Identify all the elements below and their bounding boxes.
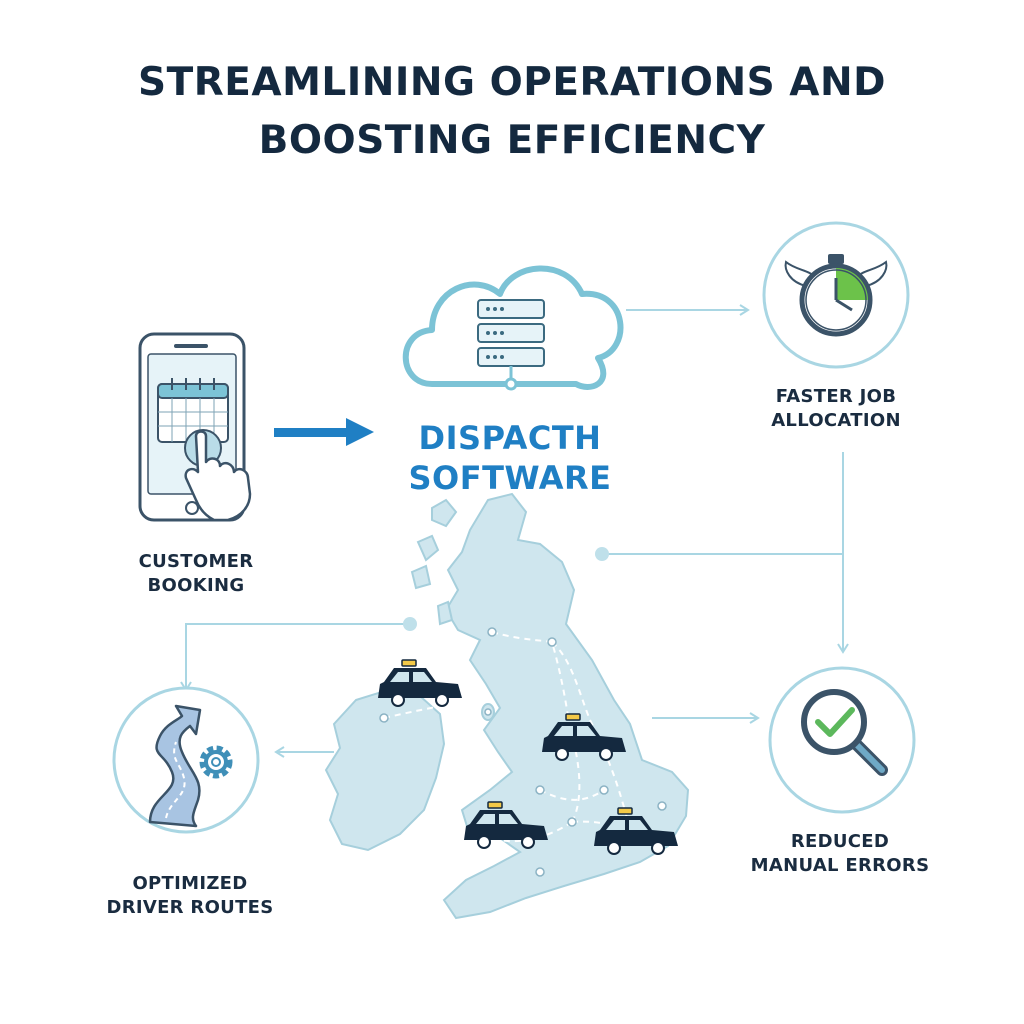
hub-label-line-1: DISPACTH [418,419,602,457]
routes-label: OPTIMIZED DRIVER ROUTES [80,872,300,920]
taxi-icon [464,801,548,849]
arrow-map-to-routes [180,623,410,692]
map-node [599,785,609,795]
map-node [487,627,497,637]
errors-label-line-2: MANUAL ERRORS [750,855,930,876]
cloud-server-icon [402,265,624,391]
scotland-islands [410,498,458,626]
map-node [547,637,557,647]
errors-label-line-1: REDUCED [790,831,890,852]
title-line-2: BOOSTING EFFICIENCY [258,118,766,163]
title-line-1: STREAMLINING OPERATIONS AND [138,60,886,105]
taxi-icon [594,807,678,855]
taxi-icon [378,659,462,707]
map-node [535,785,545,795]
hub-label: DISPACTH SOFTWARE [360,418,660,498]
errors-label: REDUCED MANUAL ERRORS [730,830,950,878]
magnifier-check-icon [768,666,916,814]
phone-booking-icon [138,332,252,522]
allocation-label: FASTER JOB ALLOCATION [736,385,936,433]
ireland-landmass [324,688,446,852]
page-title: STREAMLINING OPERATIONS AND BOOSTING EFF… [0,54,1024,170]
allocation-label-line-2: ALLOCATION [771,410,901,431]
routes-label-line-1: OPTIMIZED [132,873,248,894]
booking-label-line-2: BOOKING [147,575,245,596]
connector-dot [595,547,609,561]
uk-map [324,492,690,920]
map-node [567,817,577,827]
map-node [379,713,389,723]
map-node [657,801,667,811]
connector-lines [180,304,849,758]
connector-dot [403,617,417,631]
routes-label-line-2: DRIVER ROUTES [106,897,274,918]
map-node [535,867,545,877]
booking-label: CUSTOMER BOOKING [96,550,296,598]
map-node [484,708,492,716]
stopwatch-wings-icon [762,221,910,369]
booking-label-line-1: CUSTOMER [138,551,254,572]
route-gear-icon [112,686,260,834]
taxi-icon [542,713,626,761]
arrow-booking-to-hub [274,418,374,446]
allocation-label-line-1: FASTER JOB [775,386,897,407]
hub-label-line-2: SOFTWARE [408,459,612,497]
